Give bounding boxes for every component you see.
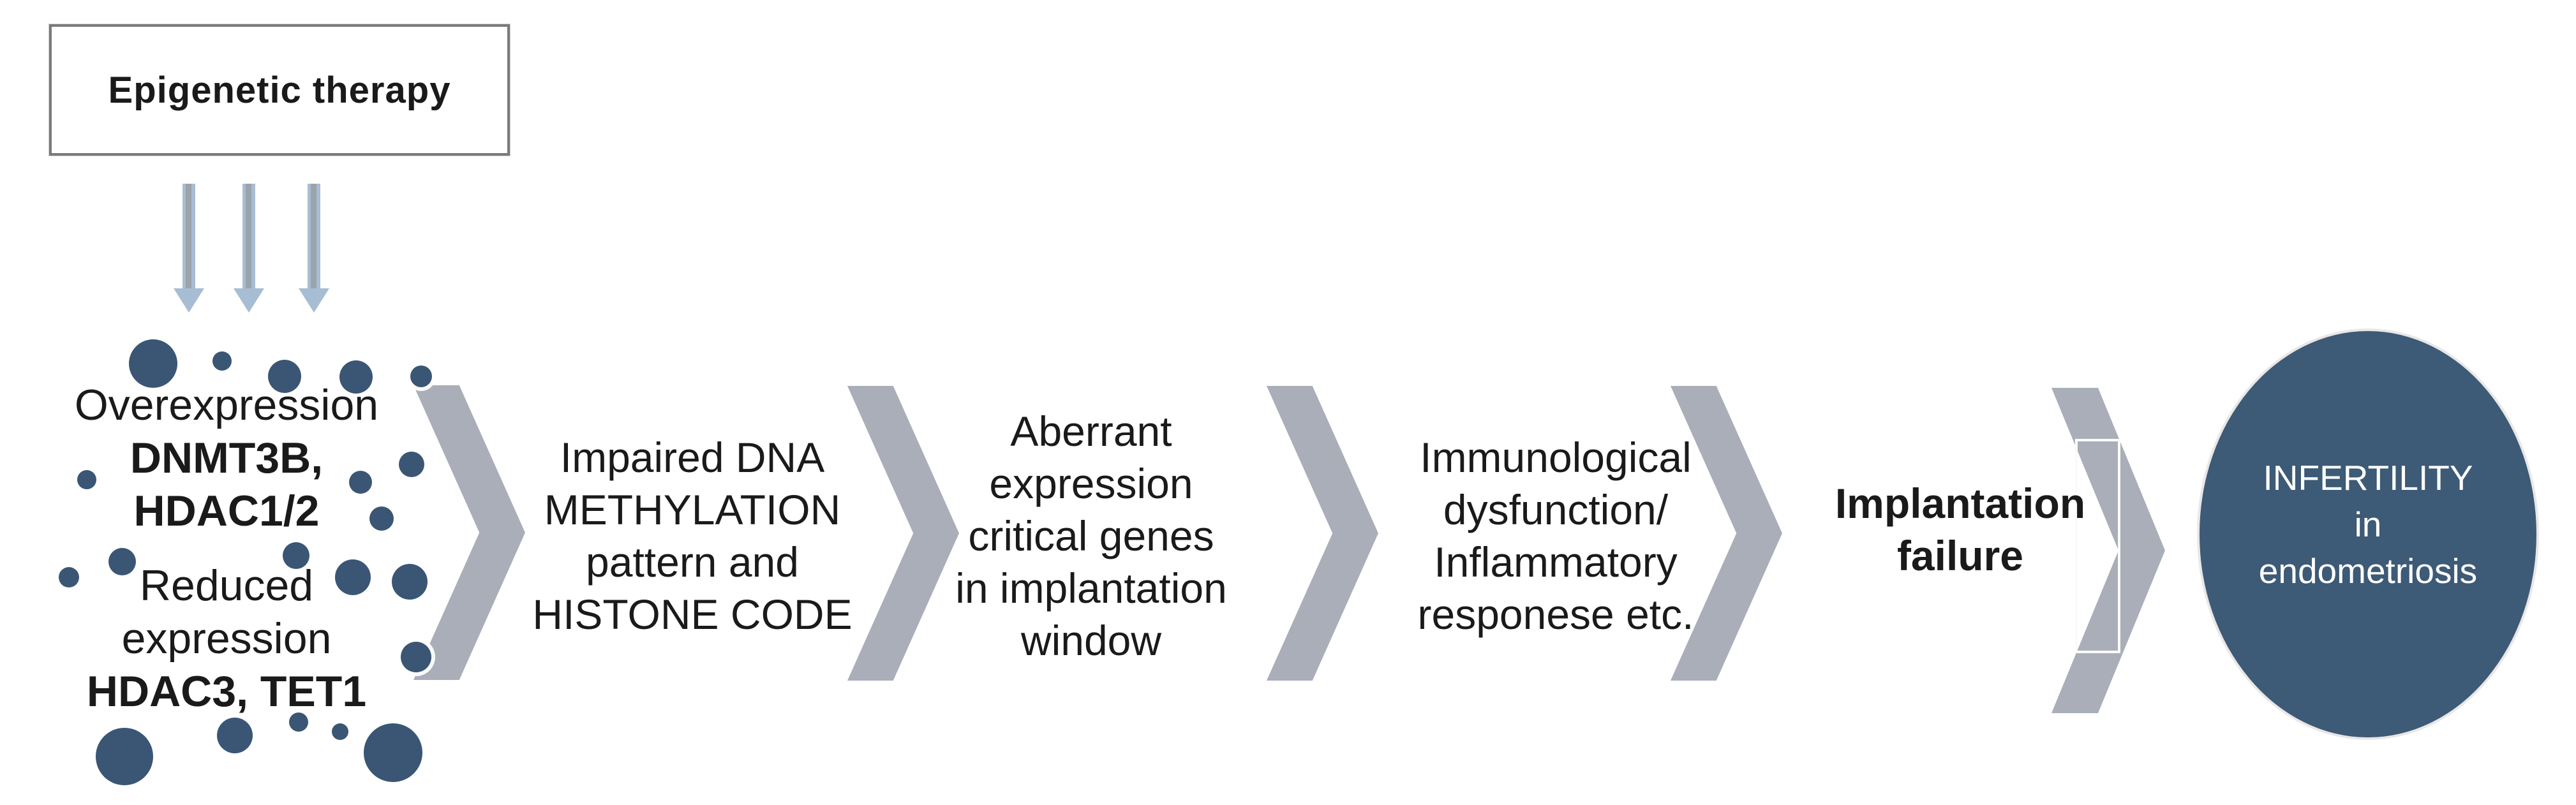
- stage-aberrant-expression: Aberrant expression critical genes in im…: [955, 408, 1227, 664]
- cluster-line-dnmt3b: DNMT3B,: [130, 434, 324, 482]
- expression-dot: [289, 713, 308, 732]
- stage-implantation-failure: Implantation failure: [1835, 480, 2086, 579]
- expression-dot: [77, 470, 96, 489]
- stage-immunological-dysfunction: Immunological dysfunction/ Inflammatory …: [1417, 434, 1694, 638]
- expression-dot: [349, 471, 372, 494]
- expression-dot: [217, 718, 253, 753]
- down-arrow-head: [234, 288, 264, 313]
- selection-rectangle-artifact: [2075, 439, 2120, 653]
- cluster-line-hdac3-tet1: HDAC3, TET1: [86, 667, 367, 716]
- down-arrow-stem: [308, 184, 320, 290]
- infertility-outcome-circle: INFERTILITY in endometriosis: [2197, 329, 2539, 740]
- expression-dot: [339, 360, 373, 394]
- cluster-line-overexpression: Overexpression: [74, 381, 379, 429]
- cluster-line-expression: expression: [121, 614, 332, 663]
- expression-dot: [332, 723, 348, 740]
- down-arrow-icon: [174, 184, 204, 313]
- epigenetic-therapy-box: Epigenetic therapy: [49, 24, 510, 156]
- expression-dot: [399, 452, 424, 477]
- cluster-line-reduced: Reduced: [139, 561, 314, 610]
- expression-dot: [283, 542, 309, 569]
- expression-dot: [129, 339, 177, 388]
- expression-dot: [364, 723, 422, 782]
- expression-dot: [369, 506, 394, 531]
- expression-dot: [59, 567, 79, 587]
- infertility-outcome-label: INFERTILITY in endometriosis: [2258, 458, 2478, 591]
- expression-dot: [335, 559, 371, 595]
- epigenetic-therapy-label: Epigenetic therapy: [108, 69, 451, 111]
- down-arrow-head: [174, 288, 204, 313]
- down-arrow-stem: [182, 184, 195, 290]
- down-arrow-icon: [234, 184, 264, 313]
- down-arrow-icon: [299, 184, 329, 313]
- expression-dot: [410, 366, 432, 387]
- expression-dot: [212, 351, 232, 371]
- expression-dot: [392, 564, 428, 600]
- down-arrow-head: [299, 288, 329, 313]
- expression-dot: [401, 642, 431, 672]
- expression-dot: [96, 728, 153, 785]
- expression-dot: [268, 360, 301, 393]
- down-arrow-stem: [242, 184, 255, 290]
- cluster-line-hdac12: HDAC1/2: [133, 487, 320, 535]
- stage-impaired-methylation: Impaired DNA METHYLATION pattern and HIS…: [532, 434, 852, 638]
- expression-dot: [108, 547, 136, 575]
